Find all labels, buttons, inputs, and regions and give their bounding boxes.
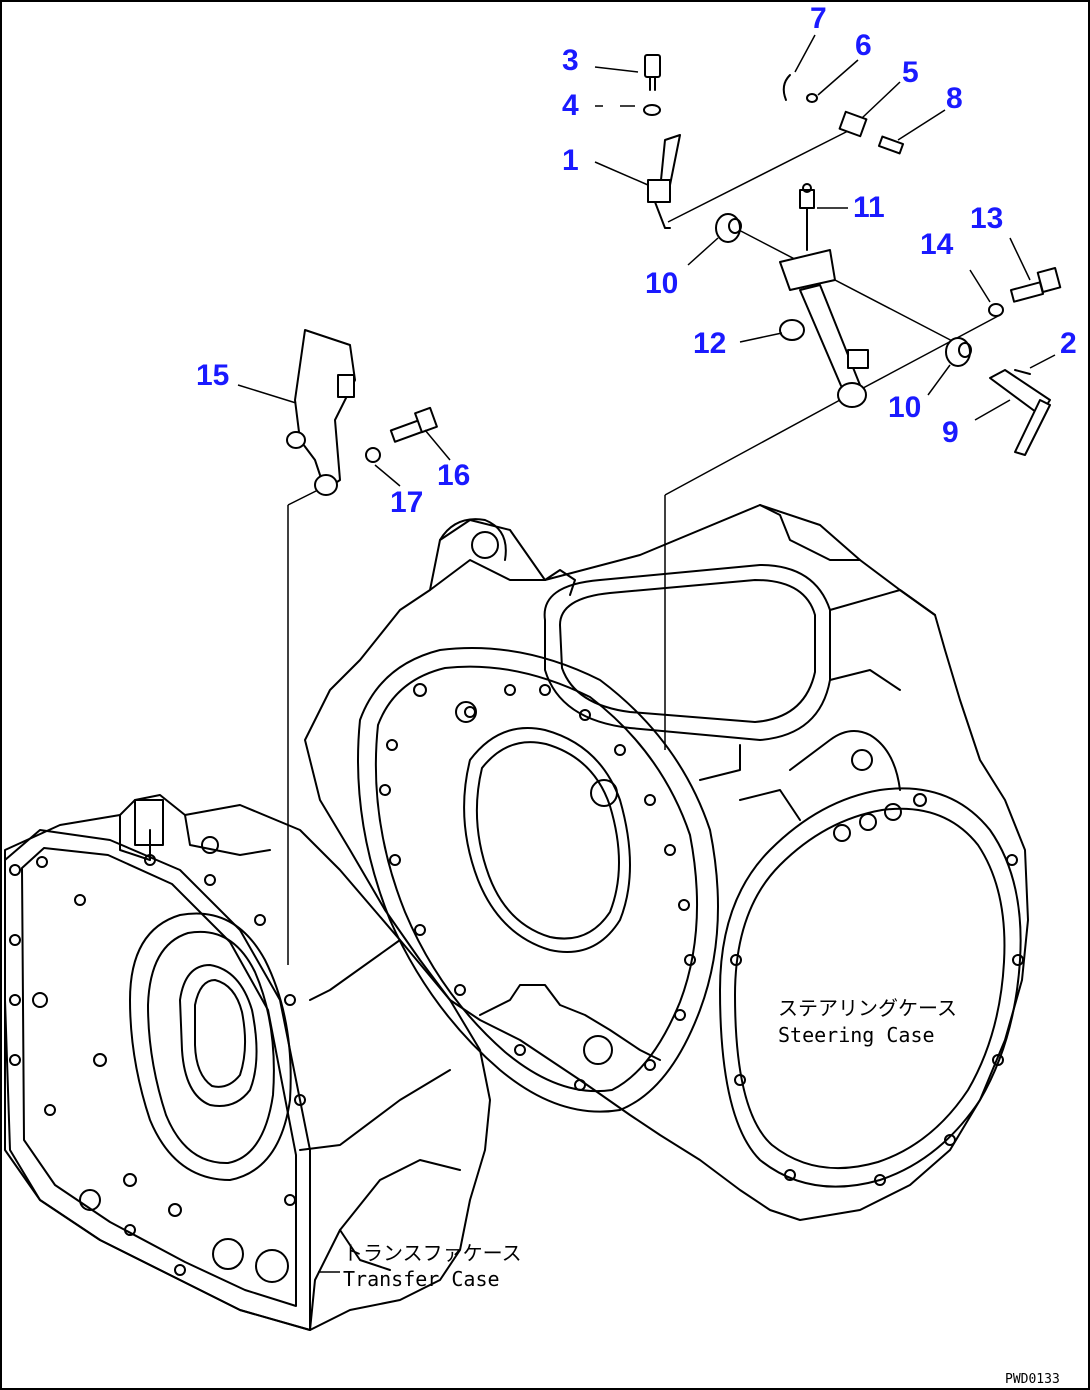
steering-case-label-jp: ステアリングケース xyxy=(778,996,957,1020)
transfer-face-bolt-holes xyxy=(9,854,306,1283)
part-17-washer xyxy=(365,447,381,463)
part-1-lever xyxy=(647,134,681,229)
part-label-12: 12 xyxy=(693,327,726,360)
part-label-15: 15 xyxy=(196,359,229,392)
part-label-16: 16 xyxy=(437,459,470,492)
part-14-washer xyxy=(988,303,1004,317)
part-10-bushing-upper xyxy=(715,213,742,243)
drawing-code: PWD0133 xyxy=(1005,1372,1060,1387)
part-13-bolt xyxy=(1009,267,1062,303)
part-label-7: 7 xyxy=(810,2,827,35)
part-15-lever xyxy=(286,329,356,496)
part-10-bushing-lower xyxy=(945,337,972,367)
part-6-washer xyxy=(806,93,818,103)
part-8-pin xyxy=(877,135,905,155)
part-label-2: 2 xyxy=(1060,327,1077,360)
steering-case-drawing xyxy=(304,504,1029,1221)
part-label-10-lower: 10 xyxy=(888,391,921,424)
part-label-11: 11 xyxy=(853,191,885,224)
part-9-lever xyxy=(989,369,1051,456)
part-label-10-upper: 10 xyxy=(645,267,678,300)
label-leaders xyxy=(237,34,1056,487)
transfer-case-label: トランスファケース Transfer Case xyxy=(318,1241,522,1291)
part-16-bolt xyxy=(389,406,438,443)
part-label-9: 9 xyxy=(942,416,959,449)
part-4-washer xyxy=(643,104,661,116)
part-label-17: 17 xyxy=(390,486,423,519)
part-number-labels: 1 2 3 4 5 6 7 8 9 10 10 11 12 13 14 15 1… xyxy=(196,2,1077,519)
part-label-8: 8 xyxy=(946,82,963,115)
part-label-3: 3 xyxy=(562,44,579,77)
part-label-4: 4 xyxy=(562,89,579,122)
transfer-case-drawing xyxy=(4,794,491,1331)
part-label-6: 6 xyxy=(855,29,872,62)
steering-flange-bolt-holes xyxy=(379,683,696,1091)
part-label-1: 1 xyxy=(562,144,579,177)
part-7-pin xyxy=(782,74,791,101)
part-label-5: 5 xyxy=(902,56,919,89)
part-5-joint xyxy=(838,110,868,138)
part-12-lever xyxy=(779,249,869,408)
steering-case-label-en: Steering Case xyxy=(778,1023,935,1047)
transfer-case-label-jp: トランスファケース xyxy=(343,1241,522,1265)
steering-case-label: ステアリングケース Steering Case xyxy=(778,996,957,1047)
transfer-case-label-en: Transfer Case xyxy=(343,1267,500,1291)
part-label-14: 14 xyxy=(920,228,954,261)
assembly-lines xyxy=(287,129,1001,965)
part-2-pin xyxy=(1014,369,1031,375)
part-3-bolt xyxy=(644,54,661,91)
part-11-grease-fitting xyxy=(799,183,815,251)
part-label-13: 13 xyxy=(970,202,1003,235)
right-flange-bolt-holes xyxy=(730,793,1024,1186)
